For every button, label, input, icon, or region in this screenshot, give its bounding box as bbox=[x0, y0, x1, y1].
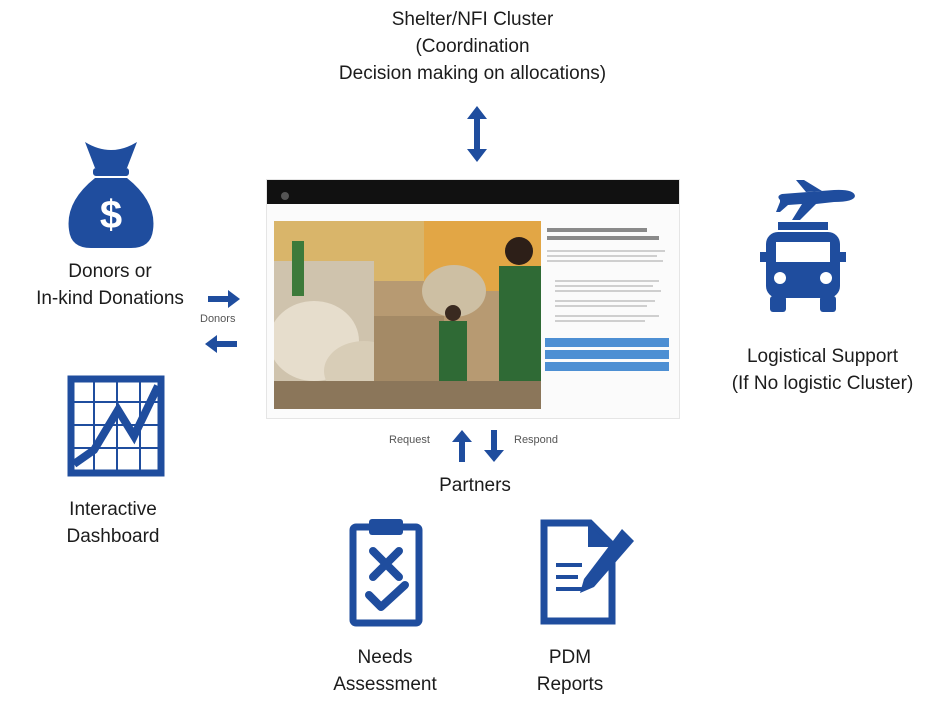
arrow-up-icon bbox=[452, 430, 472, 462]
needs-label-line1: Needs bbox=[357, 647, 413, 668]
warehouse-photo bbox=[274, 221, 541, 409]
arrow-down-icon bbox=[484, 430, 504, 462]
dashboard-label-line1: Interactive bbox=[69, 499, 157, 520]
logistics-label: Logistical Support (If No logistic Clust… bbox=[700, 343, 945, 397]
pdm-label-line1: PDM bbox=[548, 647, 592, 668]
screenshot-topbar bbox=[267, 180, 679, 204]
money-bag-icon: $ bbox=[68, 142, 154, 248]
clipboard-checklist-icon bbox=[349, 519, 423, 627]
pdm-label-line2: Reports bbox=[536, 674, 604, 695]
line-chart-icon bbox=[67, 375, 165, 477]
dashboard-label: Interactive Dashboard bbox=[28, 496, 198, 550]
respond-label: Respond bbox=[514, 434, 559, 446]
donors-label-line2: In-kind Donations bbox=[36, 288, 184, 309]
arrow-right-icon bbox=[208, 290, 240, 308]
logistics-label-line1: Logistical Support bbox=[746, 346, 899, 367]
screenshot-button-2 bbox=[545, 350, 669, 359]
airplane-icon bbox=[776, 180, 855, 220]
donors-label-line1: Donors or bbox=[68, 261, 152, 282]
screenshot-button-3 bbox=[545, 362, 669, 371]
dashboard-label-line2: Dashboard bbox=[66, 526, 160, 547]
request-label: Request bbox=[389, 434, 430, 446]
report-pencil-icon bbox=[540, 519, 634, 625]
screenshot-button-1 bbox=[545, 338, 669, 347]
svg-text:$: $ bbox=[100, 193, 122, 237]
platform-screenshot bbox=[266, 179, 680, 419]
donors-arrow-label: Donors bbox=[200, 313, 236, 325]
pdm-reports-label: PDM Reports bbox=[510, 644, 630, 698]
arrow-left-icon bbox=[205, 335, 237, 353]
logistics-label-line2: (If No logistic Cluster) bbox=[731, 373, 914, 394]
needs-label-line2: Assessment bbox=[333, 674, 437, 695]
donors-label: Donors or In-kind Donations bbox=[5, 258, 215, 312]
cluster-label: Shelter/NFI Cluster (Coordination Decisi… bbox=[300, 6, 645, 87]
needs-assessment-label: Needs Assessment bbox=[315, 644, 455, 698]
cluster-subtitle-line1: (Coordination bbox=[415, 36, 530, 57]
cluster-title: Shelter/NFI Cluster bbox=[391, 9, 554, 30]
truck-icon bbox=[760, 222, 846, 312]
cluster-subtitle-line2: Decision making on allocations) bbox=[338, 63, 607, 84]
partners-label: Partners bbox=[439, 475, 511, 496]
double-arrow-vertical-icon bbox=[467, 106, 487, 162]
